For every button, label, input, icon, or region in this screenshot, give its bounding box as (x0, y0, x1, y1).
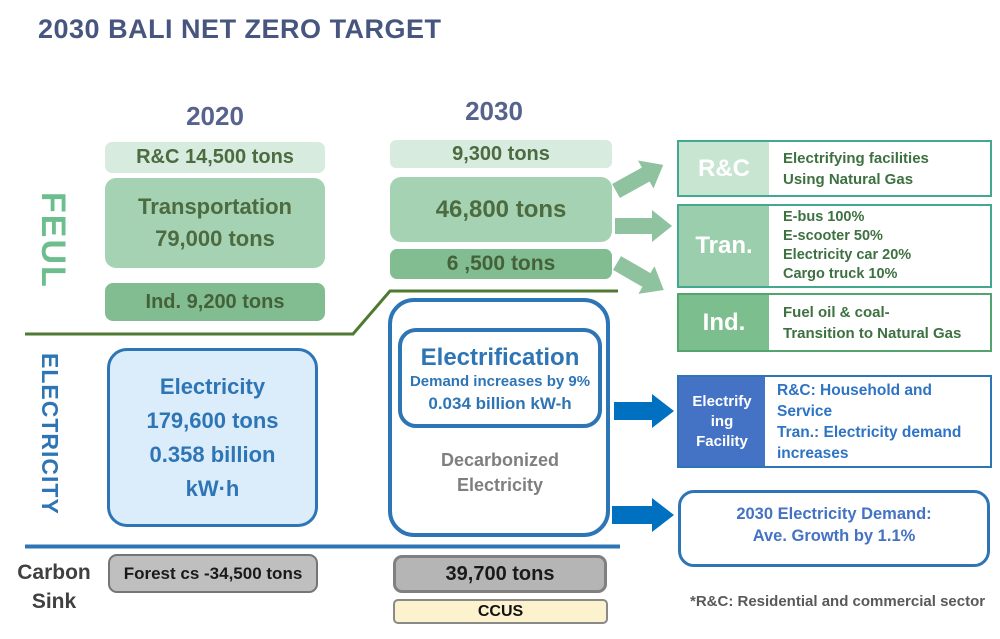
column-header-2030: 2030 (465, 96, 523, 126)
electricity-2020-line3: 0.358 billion (149, 441, 276, 467)
electrification-box: Electrification Demand increases by 9% 0… (398, 328, 602, 428)
panel-tran-line2: E-scooter 50% (783, 228, 883, 244)
electricity-2020-line2: 179,600 tons (146, 407, 279, 433)
panel-tran-label: Tran. (679, 206, 769, 286)
decarbonized-line1: Decarbonized (440, 450, 560, 470)
panel-ef-line1: R&C: Household and Service (777, 381, 932, 420)
electricity-2020-box: Electricity 179,600 tons 0.358 billion k… (107, 348, 318, 527)
panel-rc-line2: Using Natural Gas (783, 170, 914, 188)
panel-transportation: Tran. E-bus 100% E-scooter 50% Electrici… (677, 204, 992, 288)
blue-arrow-right-icon-2 (612, 498, 674, 532)
carbon-sink-2030-box: 39,700 tons (393, 555, 607, 593)
carbon-sink-forest-box: Forest cs -34,500 tons (108, 554, 318, 593)
carbon-sink-line2: Sink (31, 590, 77, 613)
panel-ind-line1: Fuel oil & coal- (783, 303, 890, 321)
fuel-2030-rc-box: 9,300 tons (390, 140, 612, 168)
decarbonized-electricity-label: Decarbonized Electricity (398, 448, 602, 498)
demand-line1: 2030 Electricity Demand: (736, 505, 932, 523)
panel-industry: Ind. Fuel oil & coal- Transition to Natu… (677, 293, 992, 352)
fuel-2020-rc-box: R&C 14,500 tons (105, 142, 325, 173)
electrification-demand-line: Demand increases by 9% (409, 373, 591, 390)
panel-ef-line3: increases (777, 444, 849, 462)
column-header-2020: 2020 (186, 101, 244, 131)
decarbonized-line2: Electricity (456, 475, 544, 495)
carbon-sink-line1: Carbon (17, 561, 91, 584)
fuel-2030-transportation-box: 46,800 tons (390, 177, 612, 242)
panel-ef-body: R&C: Household and Service Tran.: Electr… (765, 377, 990, 466)
arrow-right-icon (615, 210, 672, 242)
panel-ef-label-line2: ing (710, 412, 734, 430)
electrification-title: Electrification (420, 344, 580, 371)
fuel-2020-industry-box: Ind. 9,200 tons (105, 283, 325, 321)
panel-rc-label: R&C (679, 142, 769, 195)
panel-ef-line2: Tran.: Electricity demand (777, 423, 962, 441)
panel-tran-line3: Electricity car 20% (783, 247, 912, 263)
arrow-up-right-icon (612, 160, 664, 198)
panel-ind-label: Ind. (679, 295, 769, 350)
panel-rc-line1: Electrifying facilities (783, 149, 929, 167)
section-label-fuel: FEUL (34, 192, 72, 289)
panel-ind-body: Fuel oil & coal- Transition to Natural G… (769, 295, 990, 350)
footnote: *R&C: Residential and commercial sector (690, 593, 986, 610)
demand-line2: Ave. Growth by 1.1% (752, 527, 916, 545)
transportation-value: 79,000 tons (155, 226, 275, 251)
section-label-electricity: ELECTRICITY (37, 353, 63, 515)
electricity-2020-line1: Electricity (159, 373, 266, 399)
page-title: 2030 BALI NET ZERO TARGET (38, 14, 442, 44)
ccus-box: CCUS (393, 599, 608, 624)
panel-tran-line1: E-bus 100% (783, 209, 865, 225)
panel-rc-body: Electrifying facilities Using Natural Ga… (769, 142, 990, 195)
electrification-kwh-line: 0.034 billion kW-h (428, 394, 572, 413)
panel-tran-body: E-bus 100% E-scooter 50% Electricity car… (769, 206, 990, 286)
panel-ind-line2: Transition to Natural Gas (783, 324, 962, 342)
panel-tran-line4: Cargo truck 10% (783, 266, 898, 282)
panel-ef-label: Electrify ing Facility (679, 377, 765, 466)
electricity-demand-box: 2030 Electricity Demand: Ave. Growth by … (678, 490, 990, 567)
fuel-2020-transportation-box: Transportation 79,000 tons (105, 178, 325, 268)
panel-rc: R&C Electrifying facilities Using Natura… (677, 140, 992, 197)
panel-ef-label-line1: Electrify (692, 392, 752, 410)
electricity-2020-line4: kW·h (185, 475, 240, 501)
panel-ef-label-line3: Facility (696, 432, 748, 450)
panel-electrifying-facility: Electrify ing Facility R&C: Household an… (677, 375, 992, 468)
arrow-down-right-icon (613, 256, 664, 294)
fuel-2030-industry-box: 6 ,500 tons (390, 249, 612, 279)
blue-arrow-right-icon (614, 394, 674, 428)
transportation-label: Transportation (137, 194, 292, 219)
section-label-carbon-sink: Carbon Sink (6, 558, 102, 616)
